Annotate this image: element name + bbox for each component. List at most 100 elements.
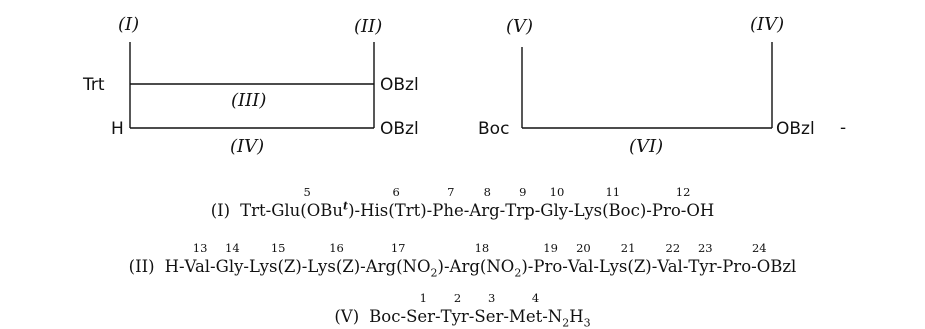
residue-position-number: 2 bbox=[453, 291, 462, 305]
residue-position-number: 4 bbox=[531, 291, 540, 305]
residue-position-number: 12 bbox=[675, 185, 691, 199]
right-bottom-number: (VI) bbox=[629, 136, 663, 157]
residue-text: Arg- bbox=[469, 201, 506, 220]
residue-text: Met-N bbox=[508, 307, 563, 326]
sequence-residue: )- bbox=[521, 242, 533, 276]
residue-text: Lys(Z)- bbox=[249, 257, 308, 276]
residue-position-number: 21 bbox=[620, 241, 636, 255]
right-top-left-number: (V) bbox=[506, 16, 533, 37]
residue-position-number: 13 bbox=[192, 241, 208, 255]
residue-text: Arg(NO bbox=[365, 257, 431, 276]
synthesis-scheme-diagram: (I) (II) (III) (IV) Trt H OBzl OBzl (V) … bbox=[82, 14, 846, 157]
residue-position-number: 16 bbox=[329, 241, 344, 255]
residue-text: Ser- bbox=[406, 307, 441, 326]
residue-text: Arg(NO bbox=[449, 257, 515, 276]
residue-text: Tyr- bbox=[688, 257, 723, 276]
sequence-residue: Trt- bbox=[240, 186, 271, 220]
residue-text: Phe- bbox=[432, 201, 470, 220]
residue-position-number: 14 bbox=[225, 241, 240, 255]
subscript: 3 bbox=[583, 316, 591, 329]
right-trailing-mark: - bbox=[840, 118, 846, 138]
sequence-residue: Boc- bbox=[369, 292, 406, 326]
residue-text: Lys(Z)- bbox=[598, 257, 658, 276]
left-label-trt: Trt bbox=[82, 75, 105, 95]
superscript: t bbox=[343, 199, 349, 213]
residue-text: Gly- bbox=[540, 201, 574, 220]
left-top-right-number: (II) bbox=[354, 16, 382, 37]
left-bottom-number: (IV) bbox=[230, 136, 264, 157]
left-inner-number: (III) bbox=[231, 90, 266, 111]
right-top-right-number: (IV) bbox=[750, 14, 784, 35]
residue-position-number: 15 bbox=[270, 241, 286, 255]
sequence-residue: H- bbox=[165, 242, 185, 276]
residue-text: Trp- bbox=[505, 201, 541, 220]
residue-position-number: 17 bbox=[390, 241, 406, 255]
left-label-obzl-lower: OBzl bbox=[380, 119, 419, 139]
residue-text: Boc- bbox=[369, 307, 407, 326]
residue-text: Pro-OH bbox=[651, 201, 715, 220]
residue-position-number: 8 bbox=[483, 185, 491, 199]
residue-text: )- bbox=[348, 201, 361, 220]
residue-text: His(Trt)- bbox=[360, 201, 433, 220]
sequence-residue: )- bbox=[348, 186, 360, 220]
residue-text: Val- bbox=[657, 257, 689, 276]
residue-text: Tyr- bbox=[440, 307, 475, 326]
subscript: 2 bbox=[430, 266, 438, 280]
residue-text: Val- bbox=[184, 257, 216, 276]
residue-text: Lys(Boc)- bbox=[573, 201, 652, 220]
residue-text: Trt- bbox=[240, 201, 272, 220]
residue-text: )- bbox=[437, 257, 450, 276]
sequence-label: (V) bbox=[334, 307, 360, 326]
left-label-obzl-upper: OBzl bbox=[380, 75, 419, 95]
residue-position-number: 3 bbox=[487, 291, 496, 305]
residue-position-number: 22 bbox=[665, 241, 681, 255]
residue-text: Pro-OBzl bbox=[722, 257, 797, 276]
residue-position-number: 7 bbox=[447, 185, 455, 199]
residue-text: Pro- bbox=[533, 257, 568, 276]
residue-position-number: 10 bbox=[549, 185, 565, 199]
subscript: 2 bbox=[514, 266, 522, 280]
residue-text: Lys(Z)- bbox=[307, 257, 366, 276]
residue-position-number: 9 bbox=[519, 185, 527, 199]
sequence-label: (II) bbox=[128, 257, 155, 276]
residue-text: Gly- bbox=[215, 257, 249, 276]
left-label-h: H bbox=[111, 119, 124, 139]
residue-text: Glu(OBu bbox=[271, 201, 344, 220]
residue-text: Ser- bbox=[474, 307, 509, 326]
sequence-label: (I) bbox=[210, 201, 231, 220]
residue-position-number: 6 bbox=[392, 185, 400, 199]
residue-position-number: 24 bbox=[751, 241, 767, 255]
residue-text: Val- bbox=[567, 257, 599, 276]
right-label-obzl: OBzl bbox=[776, 119, 815, 139]
residue-position-number: 19 bbox=[543, 241, 558, 255]
right-label-boc: Boc bbox=[478, 119, 509, 139]
residue-position-number: 18 bbox=[474, 241, 490, 255]
residue-position-number: 5 bbox=[303, 185, 311, 199]
residue-position-number: 1 bbox=[419, 291, 427, 305]
residue-text: H bbox=[569, 307, 584, 326]
residue-position-number: 20 bbox=[576, 241, 591, 255]
sequence-residue: )- bbox=[438, 242, 450, 276]
